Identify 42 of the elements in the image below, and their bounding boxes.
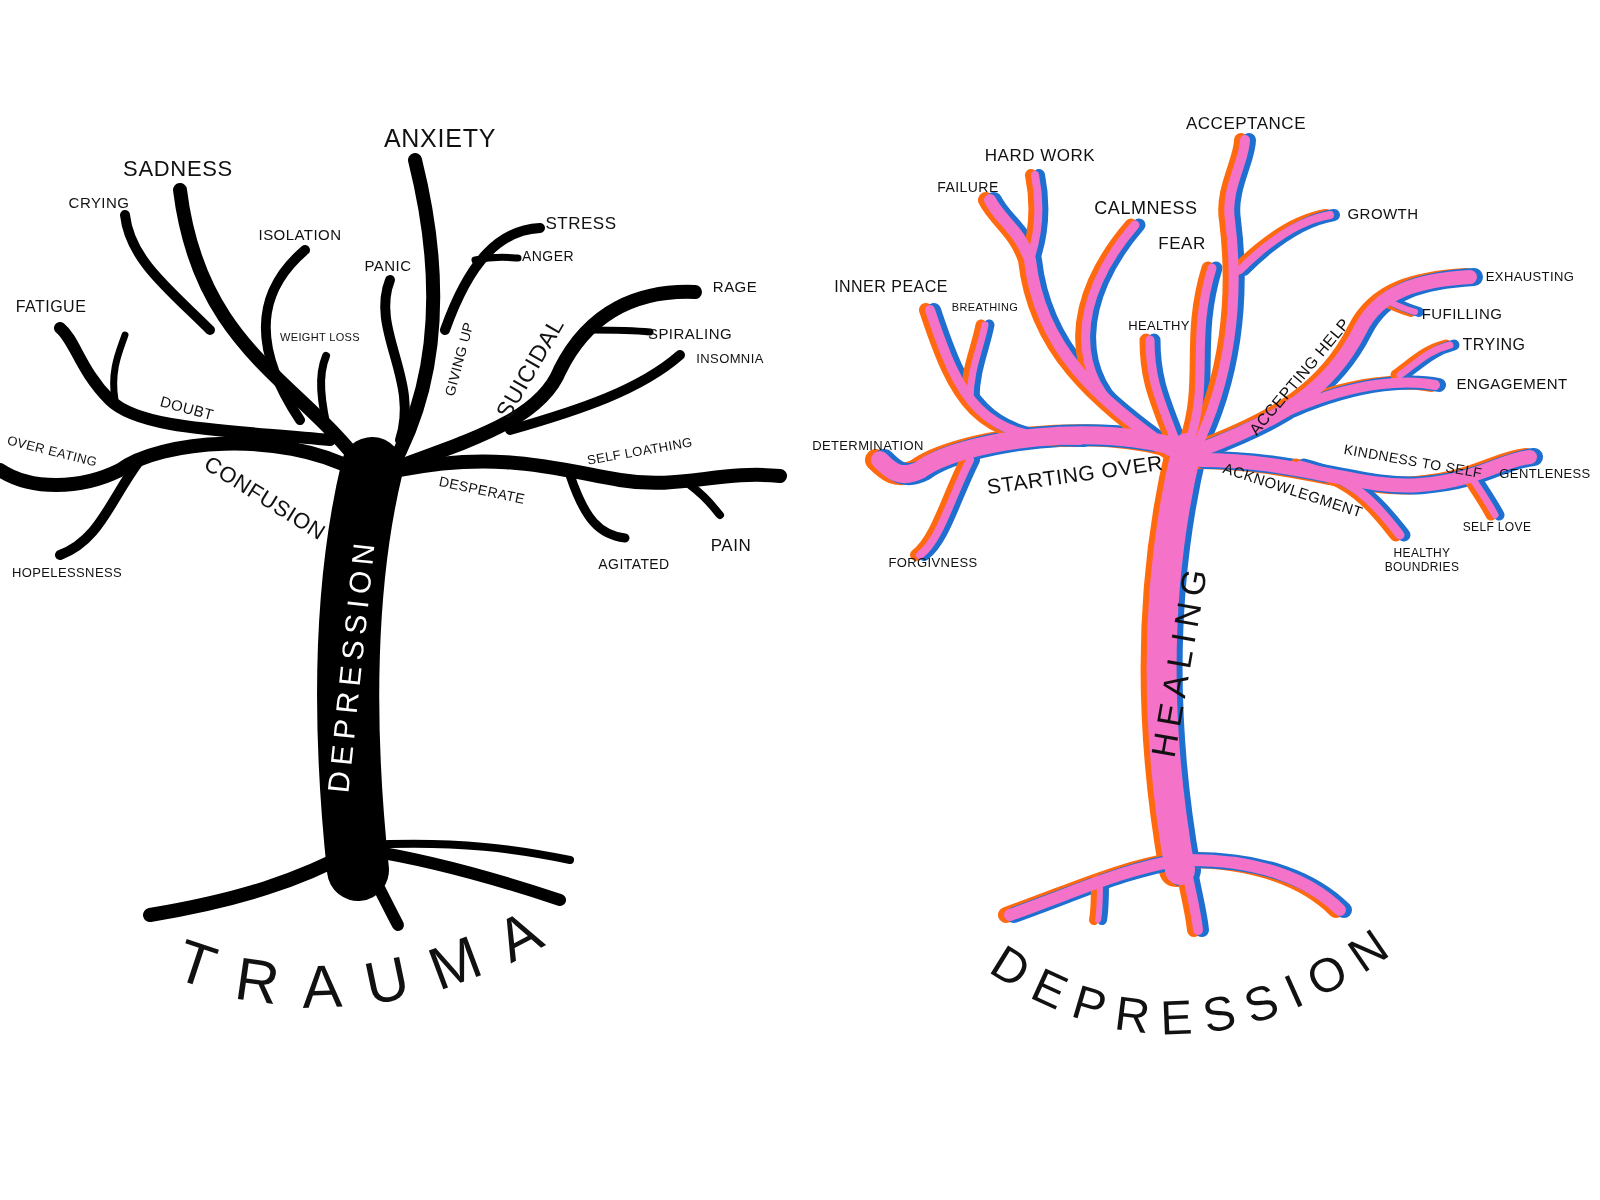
branch-label: HEALTHY (1128, 318, 1190, 334)
branch-label: CALMNESS (1094, 197, 1198, 219)
branch-label: FORGIVNESS (888, 555, 978, 571)
branch-label: PAIN (710, 536, 752, 556)
branch-label: ANGER (522, 247, 574, 265)
branch-label: GIVING UP (441, 320, 477, 398)
branch-label: EXHAUSTING (1485, 269, 1575, 285)
branch-label: FUFILLING (1421, 305, 1503, 323)
branch-label: HARD WORK (984, 146, 1096, 166)
branch-label: CRYING (68, 194, 130, 212)
branch-label: SPIRALING (647, 325, 733, 343)
branch-label: ISOLATION (258, 226, 342, 244)
branch-label: TRYING (1462, 335, 1526, 355)
branch-label: PANIC (364, 257, 412, 275)
branch-label: ACCEPTANCE (1186, 114, 1306, 134)
branch-label: DOUBT (158, 392, 216, 424)
branch-label: ENGAGEMENT (1456, 375, 1568, 393)
branch-label: FEAR (1158, 234, 1206, 254)
branch-label: HEALTHY BOUNDRIES (1383, 547, 1461, 575)
branch-label: STARTING OVER (985, 450, 1165, 500)
branch-label: ANXIETY (383, 123, 497, 153)
branch-label: KINDNESS TO SELF (1342, 440, 1484, 481)
trunk-label: HEALING (1143, 559, 1217, 761)
branch-label: AGITATED (598, 555, 670, 573)
branch-label: FAILURE (937, 178, 999, 196)
branch-label: SELF LOVE (1462, 521, 1532, 535)
branch-label: INSOMNIA (696, 351, 764, 367)
trunk-label: DEPRESSION (321, 535, 383, 795)
branch-label: HOPELESSNESS (11, 565, 123, 581)
branch-label: SELF LOATHING (586, 435, 694, 469)
root-label: TRAUMA (168, 884, 577, 1021)
branch-label: DETERMINATION (812, 438, 924, 454)
branch-label: BREATHING (951, 300, 1019, 314)
branch-label: GROWTH (1347, 205, 1419, 223)
branch-label: WEIGHT LOSS (280, 330, 360, 344)
branch-label: GENTLENESS (1499, 466, 1591, 482)
branch-label: OVER EATING (5, 433, 99, 471)
branch-label: FATIGUE (15, 297, 87, 317)
branch-label: STRESS (545, 214, 617, 234)
branch-label: RAGE (712, 278, 758, 296)
branch-label: SADNESS (123, 156, 233, 182)
branch-label: INNER PEACE (834, 277, 948, 297)
